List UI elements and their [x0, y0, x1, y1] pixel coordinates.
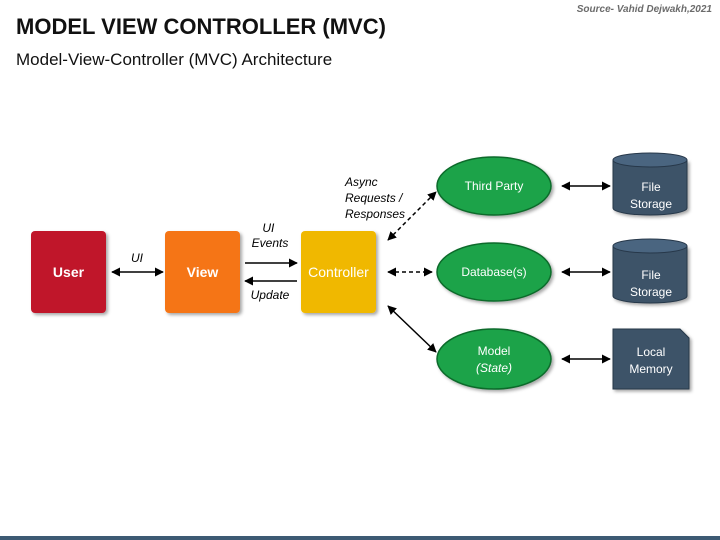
bottom-accent-bar — [0, 536, 720, 540]
file-storage-2-line-2: Storage — [630, 285, 672, 299]
local-memory-line-1: Local — [637, 345, 666, 359]
local-memory-line-2: Memory — [629, 362, 672, 376]
controller-node: Controller — [301, 231, 376, 313]
database-node: Database(s) — [436, 242, 552, 302]
file-storage-2-line-1: File — [641, 268, 661, 282]
file-storage-1-line-1: File — [641, 180, 661, 194]
user-node: User — [31, 231, 106, 313]
file-storage-2-node: File Storage — [612, 238, 688, 304]
view-node: View — [165, 231, 240, 313]
controller-node-label: Controller — [308, 264, 369, 280]
third-party-node: Third Party — [436, 156, 552, 216]
ui-events-label: UI Events — [252, 221, 289, 250]
async-label-line-1: Async — [344, 175, 378, 189]
file-storage-1-line-2: Storage — [630, 197, 672, 211]
file-storage-1-node: File Storage — [612, 152, 688, 216]
page-title: MODEL VIEW CONTROLLER (MVC) — [16, 14, 386, 39]
model-node-label: Model — [478, 344, 511, 358]
model-node: Model (State) — [436, 328, 552, 390]
local-memory-node: Local Memory — [612, 328, 690, 390]
async-label: Async Requests / Responses — [344, 175, 406, 221]
ui-edge-label: UI — [131, 251, 144, 265]
model-state-label: (State) — [476, 361, 512, 375]
async-label-line-2: Requests / — [345, 191, 404, 205]
database-node-label: Database(s) — [461, 265, 526, 279]
third-party-node-label: Third Party — [465, 179, 524, 193]
async-arrow — [387, 191, 437, 241]
update-label: Update — [251, 288, 290, 302]
ui-events-label-line-2: Events — [252, 236, 289, 250]
async-label-line-3: Responses — [345, 207, 405, 221]
view-node-label: View — [187, 264, 219, 280]
page-subtitle: Model-View-Controller (MVC) Architecture — [16, 50, 333, 69]
controller-model-arrow — [387, 305, 437, 353]
source-credit: Source- Vahid Dejwakh,2021 — [576, 4, 712, 15]
ui-events-label-line-1: UI — [262, 221, 275, 235]
user-node-label: User — [53, 264, 85, 280]
